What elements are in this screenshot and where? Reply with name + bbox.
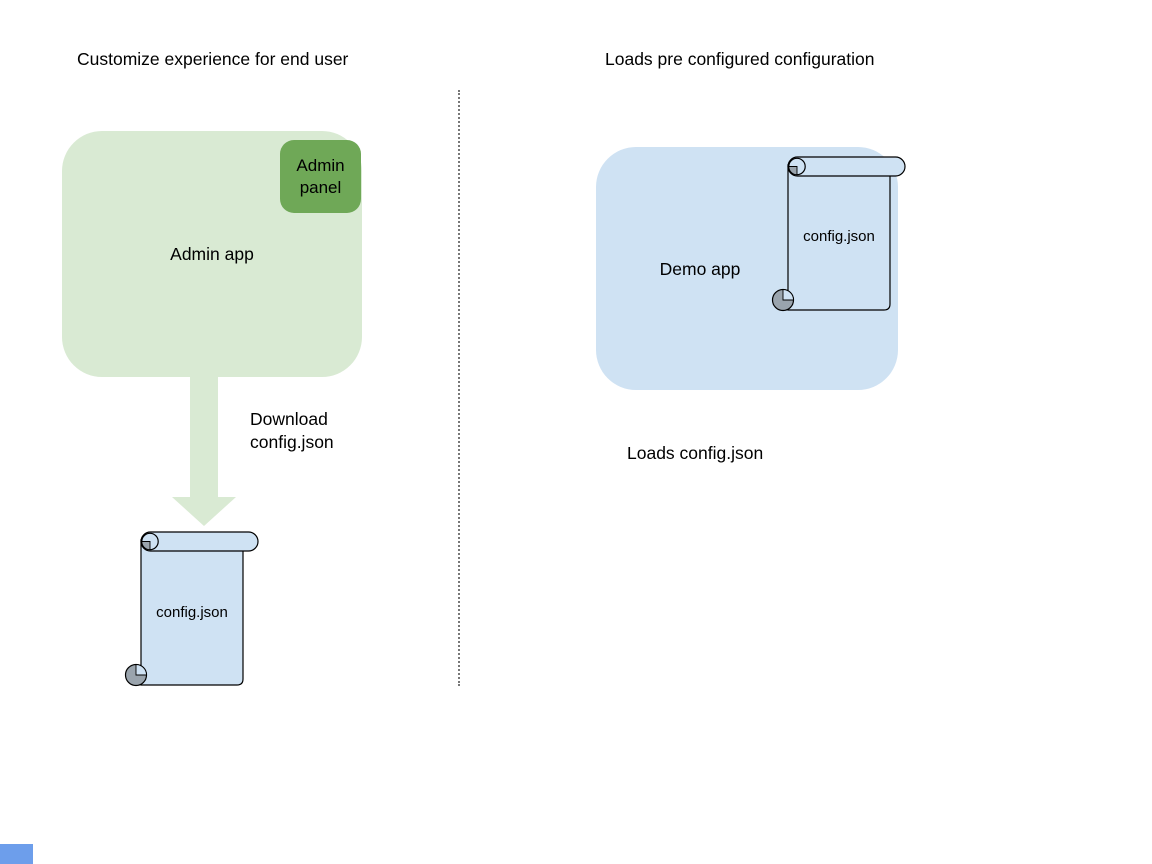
admin-panel-box: Admin panel	[280, 140, 361, 213]
download-caption-line1: Download	[250, 409, 328, 429]
left-section-title: Customize experience for end user	[77, 49, 349, 69]
admin-panel-label: Admin panel	[296, 155, 345, 197]
config-file-label-left: config.json	[156, 604, 228, 621]
admin-app-label: Admin app	[170, 244, 254, 264]
download-arrow	[172, 376, 236, 526]
corner-blue-rectangle	[0, 844, 33, 864]
download-caption: Download config.json	[250, 408, 334, 453]
config-file-scroll-right	[771, 156, 906, 312]
download-caption-line2: config.json	[250, 431, 334, 452]
config-file-label-right: config.json	[803, 228, 875, 245]
demo-app-label: Demo app	[659, 259, 741, 279]
section-divider	[458, 90, 460, 686]
right-section-title: Loads pre configured configuration	[605, 49, 875, 69]
config-file-scroll-left	[124, 531, 259, 687]
loads-config-caption: Loads config.json	[627, 443, 764, 463]
